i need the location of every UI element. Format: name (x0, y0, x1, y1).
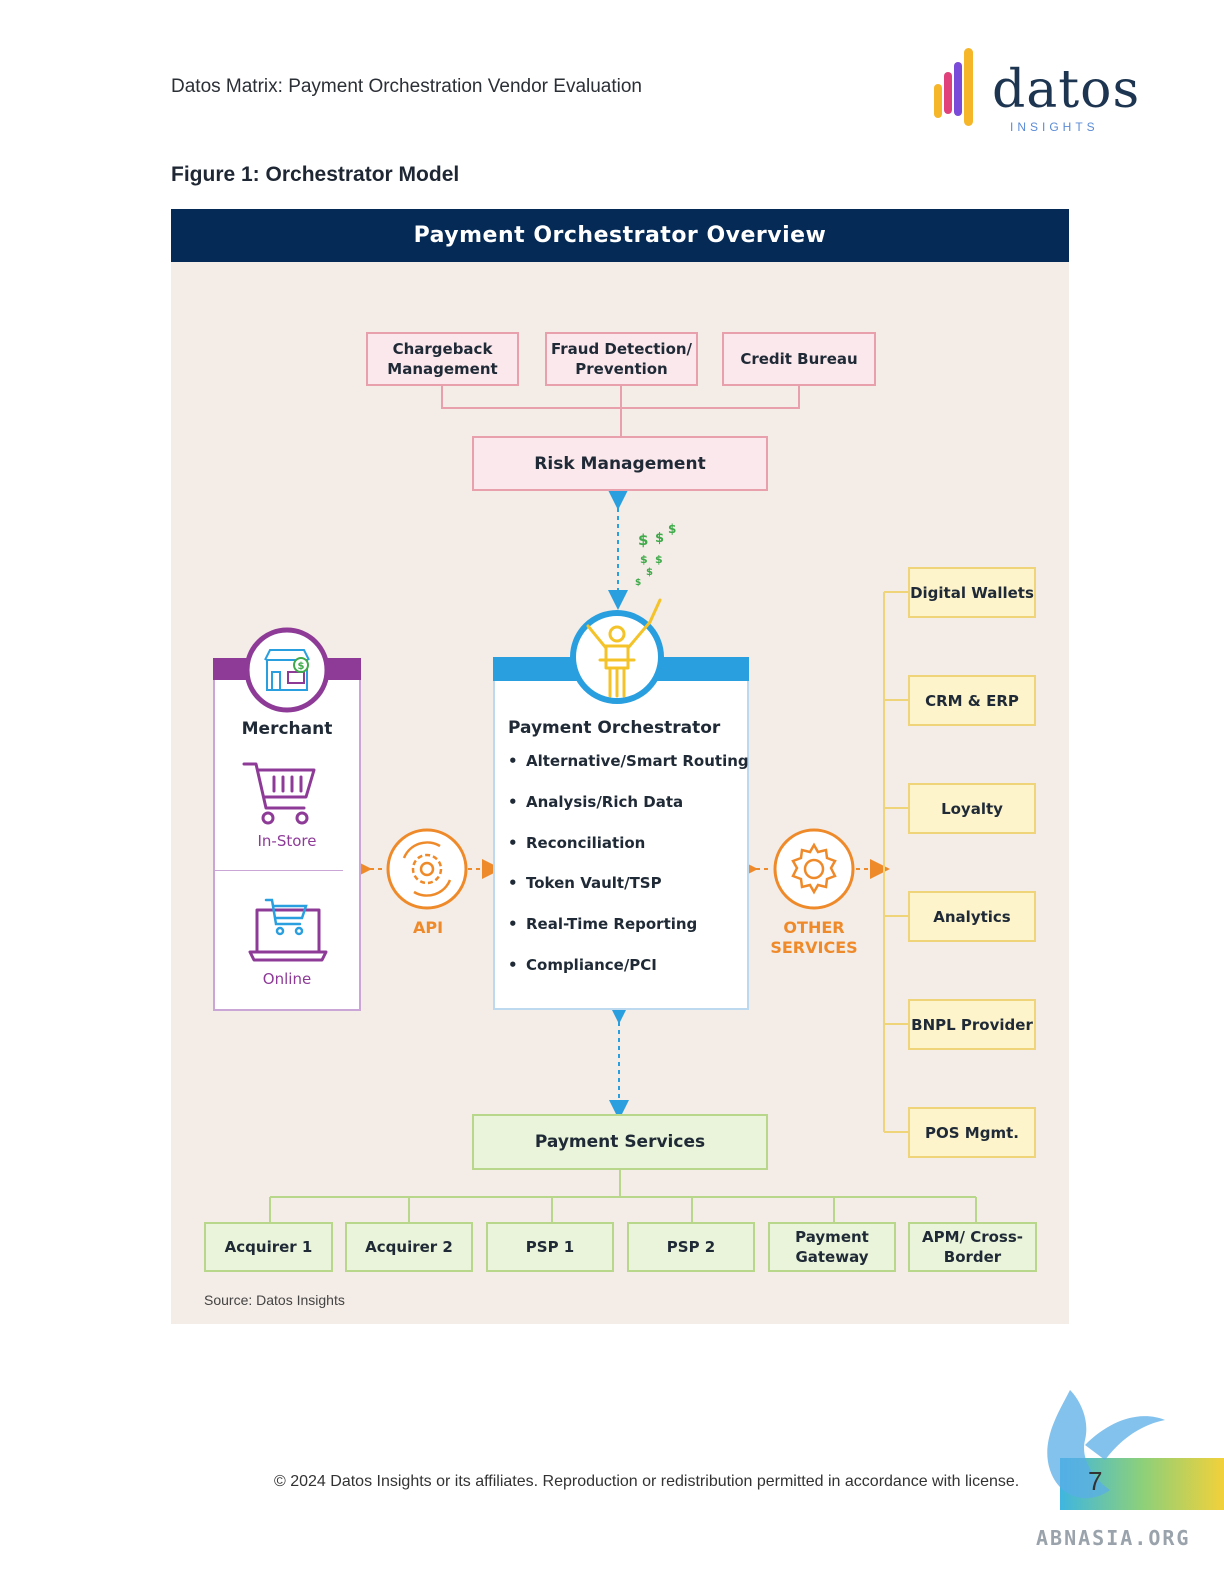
diagram-title: Payment Orchestrator Overview (171, 209, 1069, 262)
datos-logo (930, 46, 1130, 138)
service-digital-wallets: Digital Wallets (908, 567, 1036, 618)
provider-acquirer-1: Acquirer 1 (204, 1222, 333, 1272)
datos-logo-bars-icon (934, 48, 973, 126)
svg-text:$: $ (638, 531, 648, 549)
svg-text:$: $ (668, 522, 676, 536)
feature-item: •Compliance/PCI (508, 956, 657, 974)
document-header-title: Datos Matrix: Payment Orchestration Vend… (171, 76, 643, 97)
credit-bureau-box: Credit Bureau (722, 332, 876, 386)
online-label: Online (262, 970, 312, 988)
risk-management-box: Risk Management (472, 436, 768, 491)
logo-subtitle: INSIGHTS (1010, 120, 1099, 134)
svg-text:$: $ (635, 578, 641, 588)
feature-item: •Token Vault/TSP (508, 874, 662, 892)
other-services-label: OTHER SERVICES (770, 918, 858, 957)
service-crm-erp: CRM & ERP (908, 675, 1036, 726)
svg-text:$: $ (655, 553, 663, 566)
figure-source: Source: Datos Insights (204, 1292, 345, 1308)
service-loyalty: Loyalty (908, 783, 1036, 834)
feature-item: •Real-Time Reporting (508, 915, 698, 933)
service-pos-mgmt: POS Mgmt. (908, 1107, 1036, 1158)
svg-text:$: $ (298, 661, 305, 672)
logo-wordmark: datos (992, 60, 1141, 120)
figure-title: Figure 1: Orchestrator Model (171, 163, 460, 186)
svg-text:$: $ (655, 531, 664, 546)
svg-text:$: $ (640, 553, 648, 566)
payment-services-box: Payment Services (472, 1114, 768, 1170)
provider-payment-gateway: Payment Gateway (768, 1222, 896, 1272)
watermark-text: ABNASIA.ORG (1036, 1526, 1191, 1550)
copyright-notice: © 2024 Datos Insights or its affiliates.… (274, 1473, 1020, 1490)
feature-item: •Analysis/Rich Data (508, 793, 684, 811)
feature-item: •Alternative/Smart Routing (508, 752, 749, 770)
payment-orchestrator-title: Payment Orchestrator (508, 718, 721, 738)
service-analytics: Analytics (908, 891, 1036, 942)
service-bnpl-provider: BNPL Provider (908, 999, 1036, 1050)
page-number: 7 (1088, 1466, 1103, 1496)
merchant-divider (213, 870, 343, 871)
bird-watermark-icon (1047, 1390, 1165, 1499)
provider-psp-1: PSP 1 (486, 1222, 614, 1272)
feature-item: •Reconciliation (508, 834, 646, 852)
in-store-label: In-Store (257, 832, 317, 850)
merchant-title: Merchant (241, 719, 333, 739)
svg-text:$: $ (646, 567, 653, 578)
api-label: API (412, 918, 444, 937)
chargeback-management-box: Chargeback Management (366, 332, 519, 386)
provider-apm-cross-border: APM/ Cross-Border (908, 1222, 1037, 1272)
provider-psp-2: PSP 2 (627, 1222, 755, 1272)
fraud-detection-box: Fraud Detection/ Prevention (545, 332, 698, 386)
provider-acquirer-2: Acquirer 2 (345, 1222, 473, 1272)
